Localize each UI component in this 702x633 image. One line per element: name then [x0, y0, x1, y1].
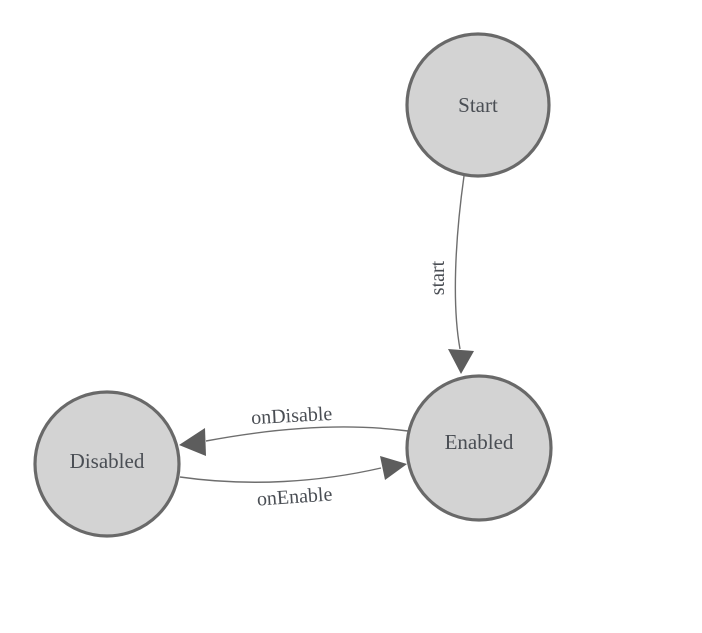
node-enabled: Enabled — [405, 374, 553, 522]
node-start-label: Start — [458, 93, 498, 117]
edge-start-to-enabled: start — [427, 175, 474, 374]
edge-start-to-enabled-line — [454, 175, 465, 350]
node-disabled-circle — [33, 390, 181, 538]
node-start-circle — [405, 32, 551, 178]
edge-disabled-to-enabled: onEnable — [179, 456, 407, 511]
edge-enabled-to-disabled-arrowhead-icon — [179, 428, 206, 456]
node-enabled-circle — [405, 374, 553, 522]
edge-enabled-to-disabled: onDisable — [179, 403, 409, 456]
node-enabled-label: Enabled — [445, 430, 514, 454]
edge-label-start: start — [427, 260, 449, 295]
edge-start-to-enabled-arrowhead-icon — [448, 349, 474, 374]
node-disabled-label: Disabled — [70, 449, 145, 473]
edge-label-ondisable: onDisable — [251, 403, 333, 429]
node-start: Start — [405, 32, 551, 178]
edge-disabled-to-enabled-line — [179, 467, 382, 483]
node-disabled: Disabled — [33, 390, 181, 538]
edge-disabled-to-enabled-arrowhead-icon — [380, 456, 407, 480]
edge-enabled-to-disabled-line — [205, 426, 409, 442]
edge-label-onenable: onEnable — [256, 483, 333, 510]
